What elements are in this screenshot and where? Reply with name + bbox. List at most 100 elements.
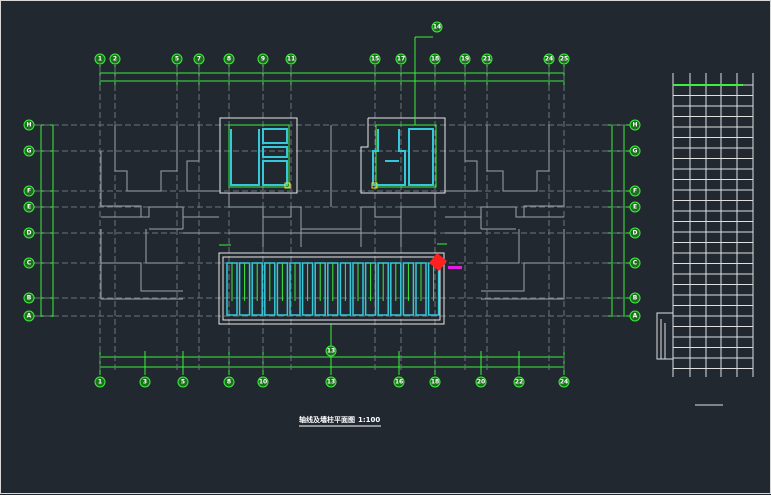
axis-bubble-right: A	[629, 310, 641, 322]
axis-label: 5	[181, 379, 185, 386]
axis-label: 19	[461, 56, 469, 63]
axis-label: 25	[560, 56, 568, 63]
axis-bubble-left: G	[23, 145, 35, 157]
axis-bubble-right: D	[629, 227, 641, 239]
axis-bubble-right: C	[629, 257, 641, 269]
axis-bubble-right: G	[629, 145, 641, 157]
axis-label: 22	[515, 379, 523, 386]
axis-label: 1	[98, 56, 102, 63]
axis-bubble-bottom: 5	[177, 376, 189, 388]
axis-bubble-bottom: 10	[257, 376, 269, 388]
axis-bubble-top: 2	[109, 53, 121, 65]
axis-bubble-top: 19	[459, 53, 471, 65]
column-markers	[284, 182, 378, 189]
floor-schedule-table	[656, 73, 754, 377]
axis-bubble-left: D	[23, 227, 35, 239]
section-marker	[429, 243, 462, 271]
axis-bubble-bottom: 13	[325, 376, 337, 388]
axis-bubble-top: 17	[395, 53, 407, 65]
axis-bubble-left: E	[23, 201, 35, 213]
axis-label: B	[633, 295, 638, 302]
detail-tag-bottom-label: 13	[327, 348, 335, 355]
axis-label: 1	[98, 379, 102, 386]
axis-bubble-top: 21	[481, 53, 493, 65]
drawing-scale: 1:100	[358, 416, 380, 424]
right-axis-bubbles: H G F E D C B A	[629, 119, 641, 322]
axis-bubble-top: 24	[543, 53, 555, 65]
core-green-outline	[219, 36, 437, 351]
axis-label: E	[27, 204, 31, 211]
axis-label: C	[27, 260, 32, 267]
detail-tag-top: 14	[431, 21, 443, 33]
axis-bubble-left: F	[23, 185, 35, 197]
axis-bubble-top: 9	[257, 53, 269, 65]
axis-label: 7	[197, 56, 201, 63]
axis-grid-lines	[35, 67, 629, 373]
stair-module-cells	[226, 262, 440, 316]
axis-bubble-top: 15	[369, 53, 381, 65]
axis-bubble-bottom: 22	[513, 376, 525, 388]
dimension-lines	[33, 65, 631, 375]
axis-label: 17	[397, 56, 405, 63]
axis-label: C	[633, 260, 638, 267]
drawing-title-block: 轴线及墙柱平面图 1:100	[299, 415, 381, 427]
axis-label: B	[27, 295, 32, 302]
axis-label: A	[633, 313, 638, 320]
axis-bubble-right: H	[629, 119, 641, 131]
axis-bubble-right: E	[629, 201, 641, 213]
axis-label: 16	[395, 379, 403, 386]
axis-bubble-bottom: 18	[429, 376, 441, 388]
axis-bubble-bottom: 3	[139, 376, 151, 388]
axis-bubble-top: 25	[558, 53, 570, 65]
axis-label: 2	[113, 56, 117, 63]
axis-label: D	[27, 230, 32, 237]
axis-label: 20	[477, 379, 485, 386]
axis-label: 18	[431, 56, 439, 63]
axis-bubble-left: H	[23, 119, 35, 131]
axis-label: 10	[259, 379, 267, 386]
axis-label: G	[633, 148, 638, 155]
axis-bubble-top: 7	[193, 53, 205, 65]
axis-bubble-left: B	[23, 292, 35, 304]
axis-label: F	[27, 188, 31, 195]
axis-bubble-top: 1	[94, 53, 106, 65]
axis-label: E	[633, 204, 637, 211]
axis-label: 24	[545, 56, 553, 63]
axis-bubble-right: B	[629, 292, 641, 304]
axis-label: H	[632, 122, 637, 129]
axis-label: H	[26, 122, 31, 129]
axis-label: 24	[560, 379, 568, 386]
shear-walls-columns	[230, 128, 434, 186]
axis-bubble-right: F	[629, 185, 641, 197]
axis-bubble-top: 8	[223, 53, 235, 65]
axis-bubble-bottom: 24	[558, 376, 570, 388]
axis-label: 11	[287, 56, 295, 63]
axis-label: 8	[227, 56, 231, 63]
axis-label: F	[633, 188, 637, 195]
axis-label: 9	[261, 56, 265, 63]
detail-tag-bottom: 13	[325, 345, 337, 357]
axis-bubble-top: 18	[429, 53, 441, 65]
axis-label: 5	[175, 56, 179, 63]
axis-label: 18	[431, 379, 439, 386]
axis-label: D	[633, 230, 638, 237]
left-axis-bubbles: H G F E D C B A	[23, 119, 35, 322]
axis-label: 3	[143, 379, 147, 386]
axis-bubble-bottom: 20	[475, 376, 487, 388]
axis-label: 15	[371, 56, 379, 63]
axis-label: A	[27, 313, 32, 320]
axis-bubble-top: 5	[171, 53, 183, 65]
axis-bubble-left: C	[23, 257, 35, 269]
wall-outlines	[100, 125, 565, 300]
detail-tag-top-label: 14	[433, 24, 441, 31]
axis-bubble-left: A	[23, 310, 35, 322]
axis-label: G	[27, 148, 32, 155]
drawing-title: 轴线及墙柱平面图	[299, 415, 355, 424]
axis-bubble-bottom: 16	[393, 376, 405, 388]
axis-bubble-bottom: 8	[223, 376, 235, 388]
axis-label: 8	[227, 379, 231, 386]
